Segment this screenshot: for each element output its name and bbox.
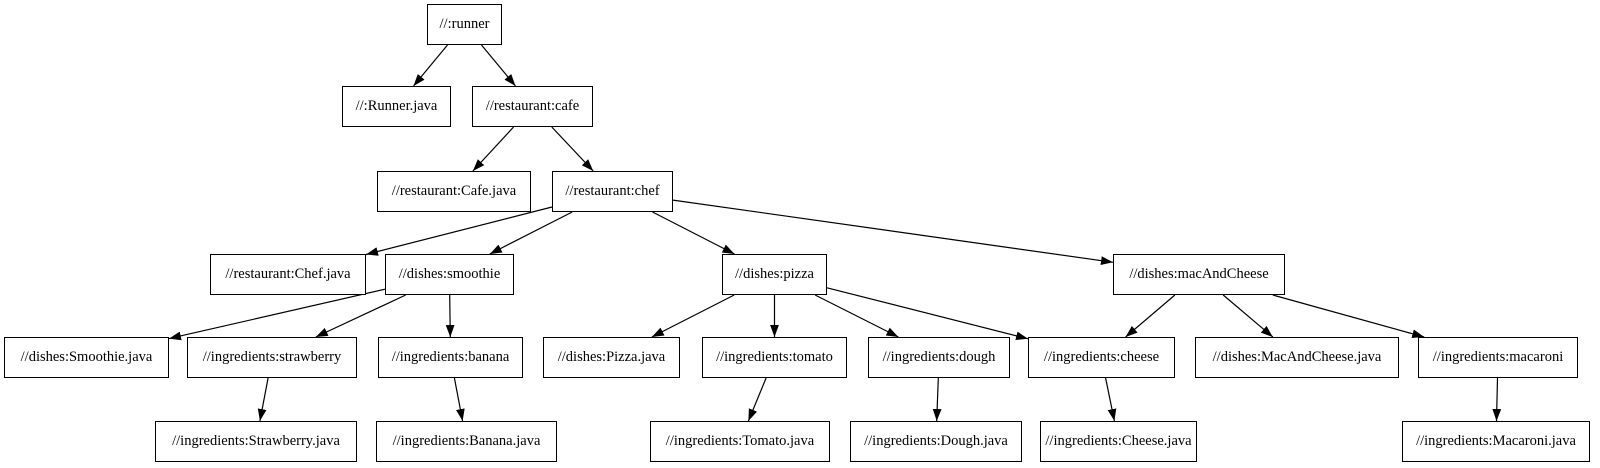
graph-edge-pizza-dough (814, 294, 899, 338)
graph-edge-cheese-cheeseJava (1105, 377, 1117, 422)
graph-node-smoothie: //dishes:smoothie (385, 254, 514, 295)
graph-edge-smoothie-smoothieJava (168, 288, 386, 341)
graph-edge-chef-pizza (652, 211, 735, 255)
graph-node-macaroni: //ingredients:macaroni (1418, 337, 1578, 378)
graph-edge-strawberry-strawberryJava (257, 377, 269, 422)
graph-edge-cafe-chef (551, 126, 594, 172)
graph-node-strawberry: //ingredients:strawberry (187, 337, 357, 378)
graph-edge-macAndCheese-cheese (1125, 294, 1176, 338)
graph-edge-chef-macAndCheese (672, 199, 1114, 265)
graph-node-cafe: //restaurant:cafe (472, 86, 593, 127)
edges (168, 44, 1502, 422)
graph-edge-macaroni-macaroniJava (1492, 377, 1502, 422)
graph-node-doughJava: //ingredients:Dough.java (850, 421, 1022, 462)
graph-node-pizza: //dishes:pizza (722, 254, 827, 295)
graph-node-smoothieJava: //dishes:Smoothie.java (4, 337, 169, 378)
graph-node-runner: //:runner (427, 4, 502, 45)
graph-node-dough: //ingredients:dough (868, 337, 1010, 378)
graph-edge-smoothie-strawberry (315, 294, 406, 338)
graph-node-cafeJava: //restaurant:Cafe.java (377, 171, 531, 212)
graph-node-cheese: //ingredients:cheese (1028, 337, 1175, 378)
graph-edge-runner-cafe (481, 44, 516, 87)
graph-edge-runner-runnerJava (413, 44, 448, 87)
graph-edge-macAndCheese-macaroni (1272, 294, 1425, 339)
graph-node-macAndCheeseJava: //dishes:MacAndCheese.java (1195, 337, 1399, 378)
graph-edge-smoothie-banana (445, 294, 455, 338)
graph-node-runnerJava: //:Runner.java (342, 86, 451, 127)
graph-edge-banana-bananaJava (453, 377, 465, 422)
graph-edge-tomato-tomatoJava (747, 377, 767, 422)
graph-edge-pizza-cheese (826, 287, 1029, 341)
graph-node-tomato: //ingredients:tomato (702, 337, 847, 378)
graph-node-chef: //restaurant:chef (552, 171, 673, 212)
graph-edge-chef-smoothie (489, 211, 573, 255)
graph-node-banana: //ingredients:banana (378, 337, 523, 378)
graph-node-tomatoJava: //ingredients:Tomato.java (650, 421, 830, 462)
graph-node-cheeseJava: //ingredients:Cheese.java (1040, 421, 1197, 462)
graph-edge-macAndCheese-macAndCheeseJava (1222, 294, 1274, 338)
graph-edge-cafe-cafeJava (472, 126, 515, 172)
graph-edge-dough-doughJava (932, 377, 942, 422)
graph-node-pizzaJava: //dishes:Pizza.java (543, 337, 680, 378)
graph-node-chefJava: //restaurant:Chef.java (210, 254, 366, 295)
graph-edge-chef-chefJava (365, 206, 553, 256)
graph-node-strawberryJava: //ingredients:Strawberry.java (155, 421, 357, 462)
graph-edge-pizza-pizzaJava (651, 294, 735, 338)
graph-node-macaroniJava: //ingredients:Macaroni.java (1402, 421, 1590, 462)
graph-node-macAndCheese: //dishes:macAndCheese (1113, 254, 1285, 295)
graph-node-bananaJava: //ingredients:Banana.java (376, 421, 557, 462)
